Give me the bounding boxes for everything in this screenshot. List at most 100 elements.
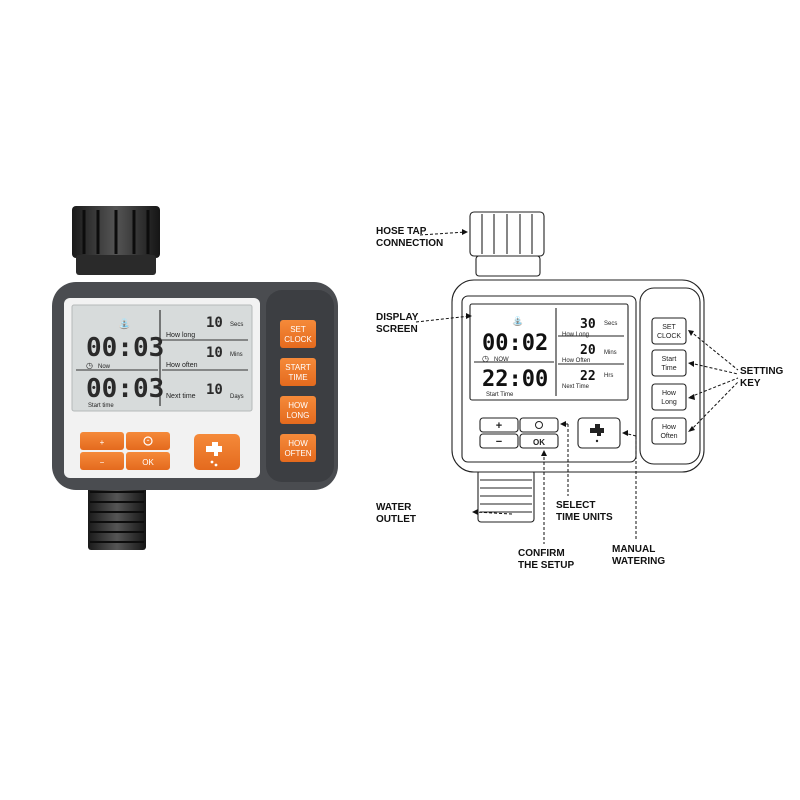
photo-start-time-label: Start time (88, 403, 114, 409)
drawing-row2-label: How Often (562, 358, 590, 364)
callout-hose-tap-line1: HOSE TAP (376, 226, 427, 237)
drawing-display-text: ⛲ 00:02 ◷ NOW 22:00 Start Time 30 Secs H… (482, 315, 617, 398)
svg-text:OFTEN: OFTEN (284, 449, 311, 458)
svg-text:SET: SET (662, 324, 676, 331)
svg-text:−: − (100, 458, 105, 467)
svg-text:CLOCK: CLOCK (657, 333, 681, 340)
svg-text:Often: Often (660, 433, 677, 440)
callout-confirm-line1: CONFIRM (518, 548, 565, 559)
drawing-how-long-key[interactable] (651, 383, 687, 411)
svg-text:CLOCK: CLOCK (284, 335, 312, 344)
drawing-start-time-label: Start Time (486, 392, 514, 398)
drawing-ok-button[interactable] (519, 433, 559, 449)
drawing-main-time-top: 00:02 (482, 331, 548, 356)
callout-setting-key-line2: KEY (740, 378, 761, 389)
drawing-housing (451, 279, 705, 473)
svg-text:HOW: HOW (288, 439, 308, 448)
photo-row2-value: 10 (206, 345, 223, 361)
line-drawing (451, 211, 705, 523)
drawing-plus-button[interactable] (479, 417, 519, 433)
callout-manual-watering-line2: WATERING (612, 556, 665, 567)
photo-row1-value: 10 (206, 315, 223, 331)
drawing-faucet-icon (590, 424, 604, 436)
drawing-water-outlet (477, 469, 535, 523)
svg-text:LONG: LONG (287, 411, 310, 420)
photo-clock-icon: ◷ (86, 361, 93, 370)
photo-minus-button[interactable]: − (80, 452, 124, 470)
callout-display-line1: DISPLAY (376, 312, 419, 323)
svg-text:Long: Long (661, 399, 677, 406)
callout-water-outlet-line2: OUTLET (376, 514, 416, 525)
drawing-clock-icon: ◷ (482, 354, 489, 363)
photo-row3-value: 10 (206, 382, 223, 398)
drawing-row1-label: How Long (562, 332, 589, 338)
drawing-display (469, 303, 629, 401)
photo-main-time-top: 00:03 (86, 333, 164, 363)
drawing-tap-icon: ⛲ (512, 315, 523, 327)
photo-row3-unit: Days (230, 394, 244, 400)
drawing-row1-value: 30 (580, 317, 596, 332)
photo-plus-button[interactable]: + (80, 432, 124, 450)
photo-tap-icon: ⛲ (118, 317, 130, 330)
photo-time-units-icon (143, 436, 153, 446)
svg-text:START: START (285, 363, 311, 372)
photo-row1-label: How long (166, 332, 195, 339)
svg-text:OK: OK (533, 438, 545, 447)
drawing-how-often-key[interactable] (651, 417, 687, 445)
drawing-now-label: NOW (494, 357, 509, 363)
svg-text:⌃: ⌃ (145, 439, 150, 446)
drawing-row3-value: 22 (580, 369, 596, 384)
photo-ok-button[interactable]: OK (126, 452, 170, 470)
photo-now-label: Now (98, 364, 111, 370)
callout-water-outlet-line1: WATER (376, 502, 412, 513)
callout-manual-watering-line1: MANUAL (612, 544, 655, 555)
drawing-time-units-button[interactable] (519, 417, 559, 433)
photo-main-time-bottom: 00:03 (86, 374, 164, 404)
svg-text:SET: SET (290, 325, 306, 334)
photo-row3-label: Next time (166, 393, 196, 400)
photo-faucet-icon (206, 442, 222, 456)
callout-select-units-line1: SELECT (556, 500, 595, 511)
callout-arrowheads (462, 229, 695, 515)
callout-hose-tap-line2: CONNECTION (376, 238, 443, 249)
drawing-row3-label: Next Time (562, 384, 590, 390)
drawing-row3-unit: Hrs (604, 373, 613, 379)
svg-text:+: + (100, 438, 105, 447)
svg-text:Time: Time (661, 365, 676, 372)
drawing-row2-unit: Mins (604, 350, 617, 356)
photo-how-long-key[interactable]: HOW LONG (280, 396, 316, 424)
drawing-manual-watering-button[interactable] (577, 417, 621, 449)
callout-labels: HOSE TAP CONNECTION DISPLAY SCREEN SETTI… (376, 226, 784, 571)
photo-time-units-button[interactable]: ⌃ (126, 432, 170, 450)
svg-text:−: − (496, 436, 502, 448)
svg-text:How: How (662, 390, 677, 397)
svg-text:How: How (662, 424, 677, 431)
svg-text:TIME: TIME (288, 373, 307, 382)
photo-set-clock-key[interactable]: SET CLOCK (280, 320, 316, 348)
svg-text:OK: OK (142, 458, 154, 467)
callout-setting-key-line1: SETTING (740, 366, 784, 377)
callout-confirm-line2: THE SETUP (518, 560, 574, 571)
callout-arrows (415, 231, 739, 544)
photo-start-time-key[interactable]: START TIME (280, 358, 316, 386)
photo-manual-watering-button[interactable] (194, 434, 240, 470)
drawing-minus-button[interactable] (479, 433, 519, 449)
callout-select-units-line2: TIME UNITS (556, 512, 613, 523)
photo-water-outlet (88, 480, 146, 550)
photo-display: ⛲ 00:03 ◷ Now 00:03 Start time 10 Secs H… (71, 304, 253, 412)
drawing-start-time-key[interactable] (651, 349, 687, 377)
drawing-row2-value: 20 (580, 343, 596, 358)
photo-row2-unit: Mins (230, 352, 243, 358)
drawing-set-clock-key[interactable] (651, 317, 687, 345)
svg-text:HOW: HOW (288, 401, 308, 410)
photo-row2-label: How often (166, 362, 198, 369)
drawing-time-units-icon (535, 421, 543, 429)
drawing-main-time-bottom: 22:00 (482, 367, 548, 392)
drawing-row1-unit: Secs (604, 321, 617, 327)
callout-display-line2: SCREEN (376, 324, 418, 335)
photo-hose-tap-connector (72, 206, 160, 275)
photo-how-often-key[interactable]: HOW OFTEN (280, 434, 316, 462)
svg-text:+: + (496, 420, 502, 432)
photo-row1-unit: Secs (230, 322, 243, 328)
product-photo: ⛲ 00:03 ◷ Now 00:03 Start time 10 Secs H… (52, 206, 338, 550)
